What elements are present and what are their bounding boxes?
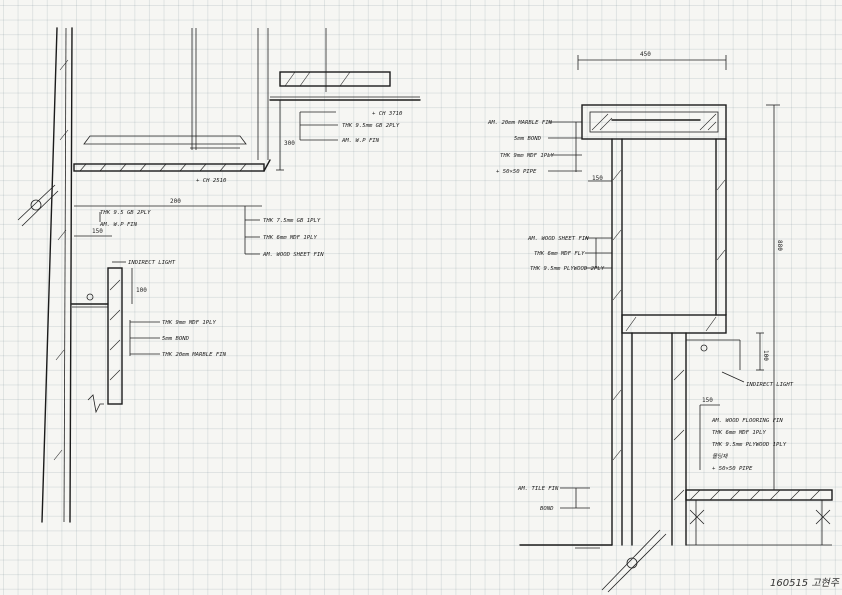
- right-section-drawing: [519, 55, 833, 593]
- floor-spec-3: THK 9.5mm PLYWOOD 1PLY: [712, 442, 787, 448]
- top-spec-3: THK 9mm MDF 1PLY: [500, 153, 555, 159]
- wall-spec-right-2: THK 6mm MDF 1PLY: [263, 235, 318, 241]
- mid-spec-3: THK 9.5mm PLYWOOD 2PLY: [530, 266, 605, 272]
- niche-spec-1: THK 9mm MDF 1PLY: [162, 320, 217, 326]
- floor-spec-1: AM. WOOD FLOORING FIN: [711, 418, 783, 424]
- base-spec-2: BOND: [540, 506, 554, 512]
- wall-spec-right-1: THK 7.5mm GB 1PLY: [263, 218, 321, 224]
- indirect-light-right: INDIRECT LIGHT: [746, 382, 794, 388]
- floor-spec-4: 몰딩재: [712, 453, 728, 460]
- bottom-dim-150: 150: [702, 397, 713, 404]
- base-spec-1: AM. TILE FIN: [517, 486, 559, 492]
- floor-spec-5: + 50×50 PIPE: [712, 466, 753, 472]
- top-spec-2: 5mm BOND: [514, 136, 542, 142]
- niche-spec-2: 5mm BOND: [162, 336, 190, 342]
- dim-150: 150: [92, 228, 103, 235]
- top-dim-450: 450: [640, 51, 651, 58]
- author-signature: 160515 고현주: [770, 577, 840, 589]
- dim-300: 300: [284, 140, 295, 147]
- floor-spec-2: THK 6mm MDF 1PLY: [712, 430, 767, 436]
- inner-dim-150: 150: [592, 175, 603, 182]
- niche-spec-3: THK 20mm MARBLE FIN: [162, 352, 227, 358]
- top-spec-4: + 50×50 PIPE: [496, 169, 537, 175]
- wall-spec-right-3: AM. WOOD SHEET FIN: [262, 252, 324, 258]
- dim-200: 200: [170, 198, 181, 205]
- top-spec-1: AM. 20mm MARBLE FIN: [487, 120, 553, 126]
- mid-spec-1: AM. WOOD SHEET FIN: [527, 236, 589, 242]
- dim-100: 100: [136, 287, 147, 294]
- indirect-light-left: INDIRECT LIGHT: [128, 260, 176, 266]
- side-dim-100: 100: [762, 350, 769, 361]
- height-dim-880: 880: [776, 240, 783, 251]
- wall-spec-left-1: THK 9.5 GB 2PLY: [100, 210, 151, 216]
- mid-spec-2: THK 6mm MDF FLY: [534, 251, 585, 257]
- ceiling-spec-line-1: THK 9.5mm GB 2PLY: [342, 123, 400, 129]
- ceiling-height-upper: + CH 3710: [372, 111, 403, 117]
- left-section-drawing: [17, 27, 421, 523]
- ceiling-height-lower: + CH 2510: [196, 178, 227, 184]
- ceiling-spec-line-2: AM. W.P FIN: [341, 138, 380, 144]
- wall-spec-left-2: AM. W.P FIN: [99, 222, 138, 228]
